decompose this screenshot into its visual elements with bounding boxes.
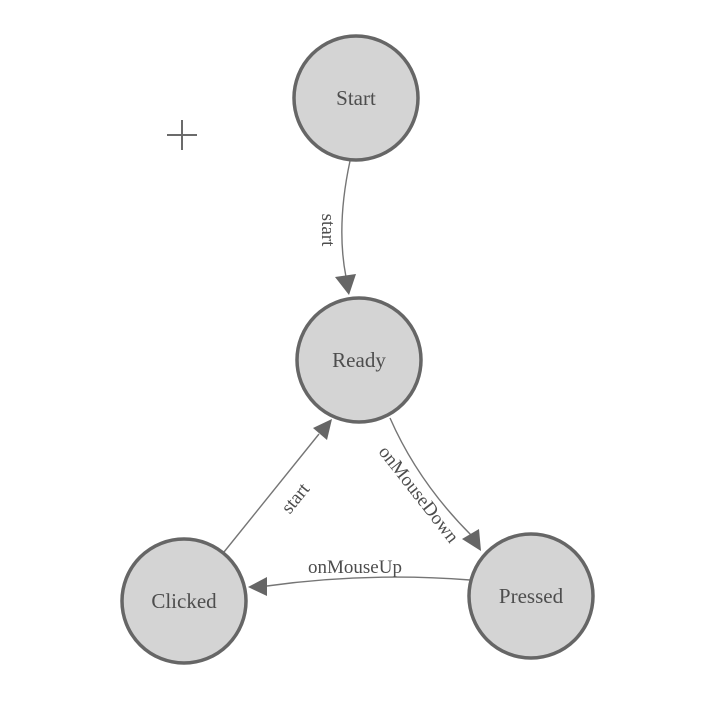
arrowhead-icon: [335, 274, 356, 295]
edge-start-to-ready: start: [317, 160, 356, 295]
edge-label-start-to-ready: start: [317, 214, 338, 247]
state-circle-start[interactable]: [292, 34, 420, 162]
state-node-clicked[interactable]: Clicked: [120, 537, 248, 665]
edge-path-pressed-to-clicked[interactable]: [266, 576, 471, 587]
edge-pressed-to-clicked: onMouseUp: [248, 557, 471, 596]
state-circle-pressed[interactable]: [467, 532, 595, 660]
state-node-pressed[interactable]: Pressed: [467, 532, 595, 660]
edge-path-clicked-to-ready[interactable]: [223, 433, 320, 553]
edge-ready-to-pressed: onMouseDown: [374, 417, 481, 551]
edge-label-clicked-to-ready: start: [277, 479, 314, 518]
state-node-start[interactable]: Start: [292, 34, 420, 162]
state-circle-clicked[interactable]: [120, 537, 248, 665]
arrowhead-icon: [248, 577, 267, 596]
state-circle-ready[interactable]: [295, 296, 423, 424]
edge-path-ready-to-pressed[interactable]: [389, 417, 472, 536]
state-node-ready[interactable]: Ready: [295, 296, 423, 424]
state-label-start: Start: [336, 86, 376, 110]
state-label-ready: Ready: [332, 348, 386, 372]
crosshair-icon: [167, 120, 197, 150]
edge-label-pressed-to-clicked: onMouseUp: [308, 557, 402, 578]
arrowhead-icon: [462, 529, 481, 551]
arrowhead-icon: [313, 419, 332, 440]
edge-label-ready-to-pressed: onMouseDown: [374, 442, 463, 548]
edge-path-start-to-ready[interactable]: [341, 160, 351, 278]
state-label-clicked: Clicked: [151, 589, 217, 613]
state-label-pressed: Pressed: [499, 584, 564, 608]
edge-clicked-to-ready: start: [223, 419, 332, 553]
